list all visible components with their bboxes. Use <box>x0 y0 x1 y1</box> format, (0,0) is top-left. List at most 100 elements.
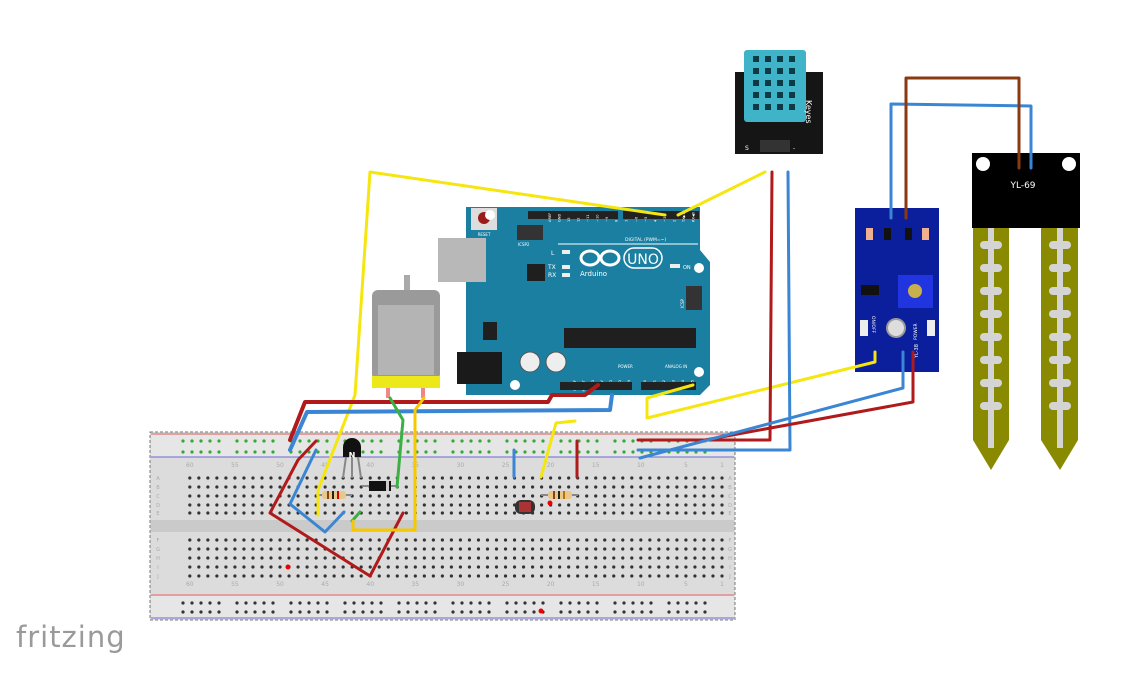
breadboard-hole[interactable] <box>603 485 607 489</box>
breadboard-hole[interactable] <box>323 485 327 489</box>
breadboard-hole[interactable] <box>567 476 571 480</box>
rail-hole[interactable] <box>298 439 302 443</box>
breadboard-hole[interactable] <box>377 503 381 507</box>
rail-hole[interactable] <box>505 601 509 605</box>
breadboard-hole[interactable] <box>639 538 643 542</box>
breadboard-hole[interactable] <box>530 494 535 498</box>
breadboard-hole[interactable] <box>594 538 598 542</box>
breadboard-hole[interactable] <box>711 556 715 560</box>
breadboard-hole[interactable] <box>386 503 390 507</box>
rail-hole[interactable] <box>244 439 248 443</box>
rail-hole[interactable] <box>217 439 221 443</box>
breadboard-hole[interactable] <box>305 538 309 542</box>
breadboard-hole[interactable] <box>576 503 580 507</box>
breadboard-hole[interactable] <box>395 547 399 551</box>
breadboard-hole[interactable] <box>323 565 327 569</box>
breadboard-hole[interactable] <box>467 511 472 515</box>
breadboard-hole[interactable] <box>206 547 210 551</box>
breadboard-hole[interactable] <box>233 476 237 480</box>
breadboard-hole[interactable] <box>359 503 363 507</box>
breadboard-hole[interactable] <box>693 494 697 498</box>
rail-hole[interactable] <box>505 439 509 443</box>
breadboard-hole[interactable] <box>287 485 291 489</box>
breadboard-hole[interactable] <box>684 565 688 569</box>
breadboard-hole[interactable] <box>431 494 435 498</box>
wire-yellow[interactable] <box>676 170 767 217</box>
breadboard-hole[interactable] <box>350 485 354 489</box>
breadboard-hole[interactable] <box>648 485 652 489</box>
breadboard-hole[interactable] <box>684 574 688 578</box>
breadboard-hole[interactable] <box>530 538 535 542</box>
breadboard-hole[interactable] <box>395 538 399 542</box>
breadboard-hole[interactable] <box>711 485 715 489</box>
breadboard-hole[interactable] <box>503 565 508 569</box>
rail-hole[interactable] <box>505 450 509 454</box>
breadboard-hole[interactable] <box>242 556 246 560</box>
rail-hole[interactable] <box>298 601 302 605</box>
breadboard-hole[interactable] <box>603 574 607 578</box>
breadboard-hole[interactable] <box>449 485 453 489</box>
rail-hole[interactable] <box>406 601 410 605</box>
breadboard-hole[interactable] <box>188 556 192 560</box>
breadboard-hole[interactable] <box>287 511 291 515</box>
breadboard-hole[interactable] <box>711 494 715 498</box>
breadboard-hole[interactable] <box>197 485 201 489</box>
breadboard-hole[interactable] <box>404 476 408 480</box>
breadboard-hole[interactable] <box>260 556 264 560</box>
breadboard-hole[interactable] <box>639 556 643 560</box>
breadboard-hole[interactable] <box>296 556 300 560</box>
breadboard-hole[interactable] <box>278 565 282 569</box>
breadboard-hole[interactable] <box>215 547 219 551</box>
breadboard-hole[interactable] <box>675 565 679 569</box>
breadboard-hole[interactable] <box>467 547 472 551</box>
breadboard-hole[interactable] <box>224 494 228 498</box>
breadboard-hole[interactable] <box>278 511 282 515</box>
rail-hole[interactable] <box>586 450 590 454</box>
breadboard-hole[interactable] <box>440 556 444 560</box>
breadboard-hole[interactable] <box>467 494 472 498</box>
breadboard-hole[interactable] <box>594 565 598 569</box>
breadboard-hole[interactable] <box>404 485 408 489</box>
breadboard-hole[interactable] <box>621 494 625 498</box>
breadboard-hole[interactable] <box>305 547 309 551</box>
breadboard-hole[interactable] <box>693 511 697 515</box>
rail-hole[interactable] <box>541 450 545 454</box>
breadboard-hole[interactable] <box>503 511 508 515</box>
breadboard-hole[interactable] <box>558 476 562 480</box>
breadboard-hole[interactable] <box>711 538 715 542</box>
breadboard-hole[interactable] <box>458 476 463 480</box>
rail-hole[interactable] <box>622 439 626 443</box>
breadboard-hole[interactable] <box>233 556 237 560</box>
breadboard-hole[interactable] <box>494 476 499 480</box>
breadboard-hole[interactable] <box>359 494 363 498</box>
breadboard-hole[interactable] <box>657 511 661 515</box>
breadboard-hole[interactable] <box>458 511 463 515</box>
breadboard-hole[interactable] <box>521 574 526 578</box>
breadboard-hole[interactable] <box>585 494 589 498</box>
breadboard-hole[interactable] <box>558 485 562 489</box>
breadboard-hole[interactable] <box>197 511 201 515</box>
breadboard-hole[interactable] <box>422 485 426 489</box>
breadboard-hole[interactable] <box>431 547 435 551</box>
rail-hole[interactable] <box>622 601 626 605</box>
breadboard-hole[interactable] <box>377 574 381 578</box>
breadboard-hole[interactable] <box>278 476 282 480</box>
breadboard-hole[interactable] <box>296 503 300 507</box>
rail-hole[interactable] <box>541 439 545 443</box>
breadboard-hole[interactable] <box>332 485 336 489</box>
breadboard-hole[interactable] <box>413 574 417 578</box>
breadboard-hole[interactable] <box>711 565 715 569</box>
power-jack[interactable] <box>457 352 502 384</box>
breadboard-hole[interactable] <box>206 574 210 578</box>
rail-hole[interactable] <box>478 610 482 614</box>
rail-hole[interactable] <box>271 601 275 605</box>
rail-hole[interactable] <box>253 610 257 614</box>
rail-hole[interactable] <box>262 439 266 443</box>
breadboard-hole[interactable] <box>305 511 309 515</box>
breadboard-hole[interactable] <box>377 511 381 515</box>
breadboard-hole[interactable] <box>485 565 490 569</box>
rail-hole[interactable] <box>244 610 248 614</box>
breadboard-hole[interactable] <box>188 503 192 507</box>
rail-hole[interactable] <box>460 439 464 443</box>
rail-hole[interactable] <box>676 610 680 614</box>
